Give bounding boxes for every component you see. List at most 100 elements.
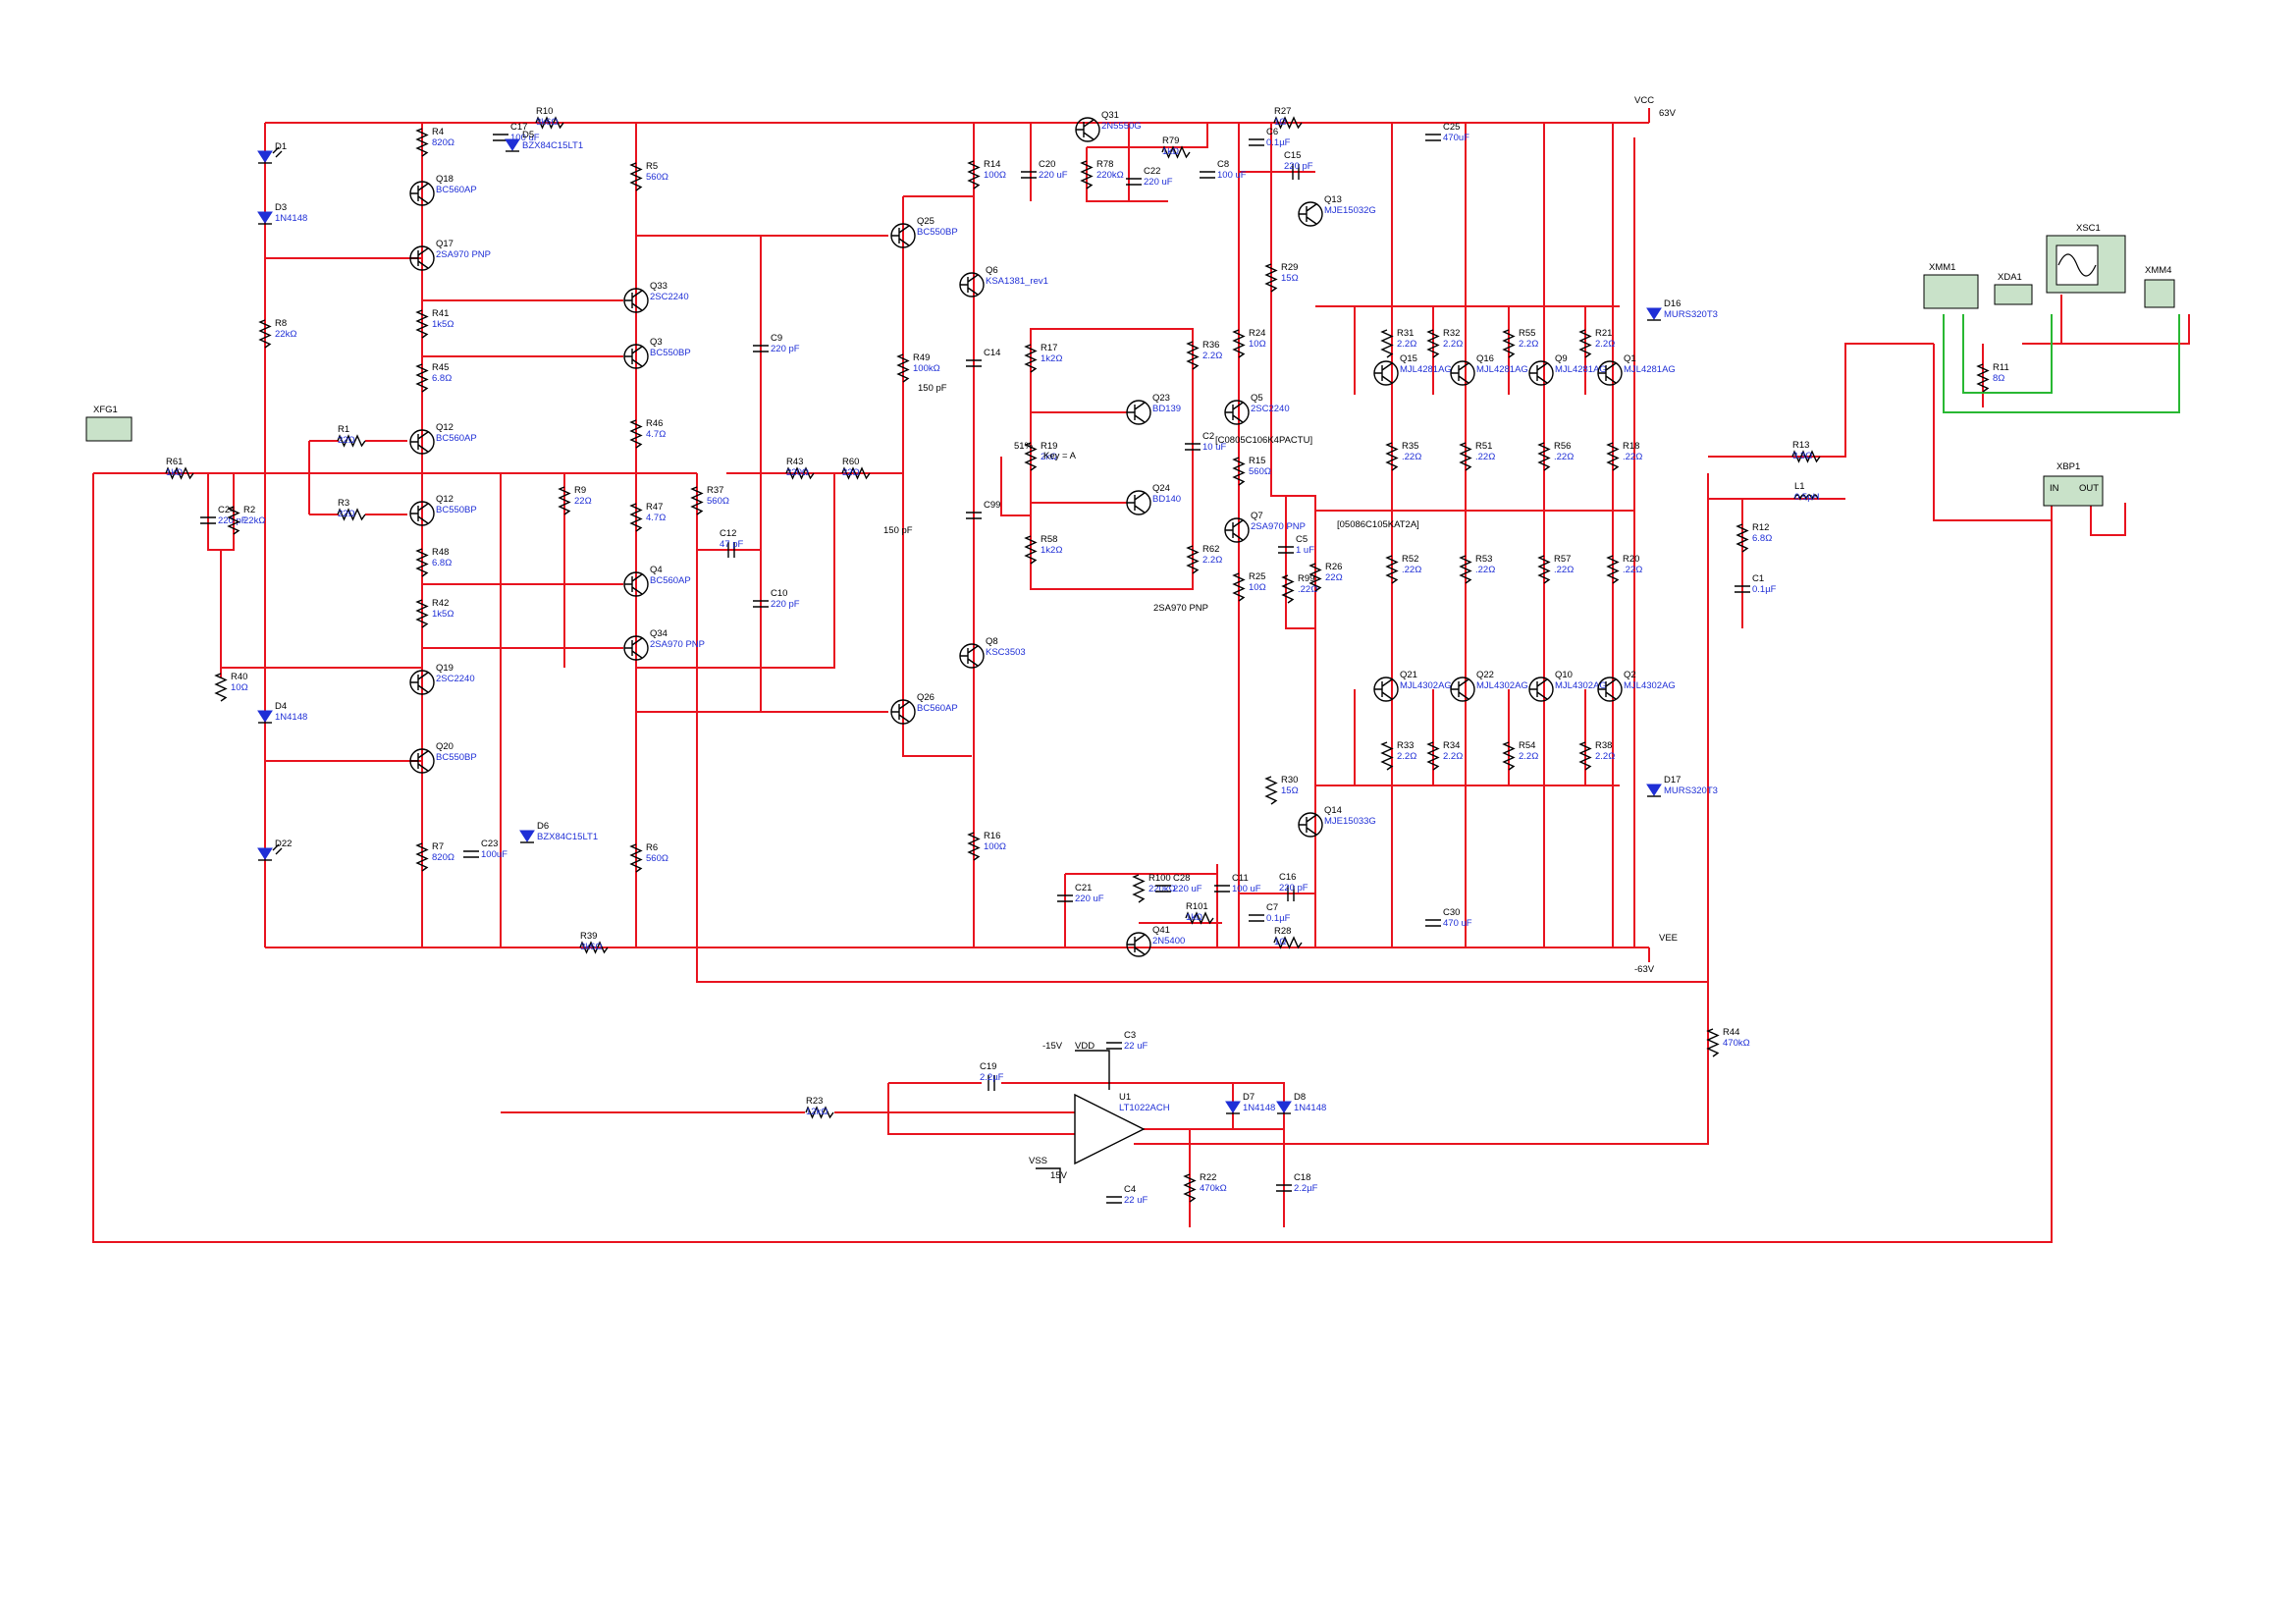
component-c14[interactable]: C14 (966, 348, 1000, 367)
component-r99[interactable]: R99.22Ω (1281, 573, 1317, 604)
component-c99[interactable]: C99 (966, 500, 1000, 519)
component-c1[interactable]: C10.1µF (1735, 573, 1777, 595)
component-c6[interactable]: C60.1µF (1249, 127, 1291, 148)
component-r52[interactable]: R52.22Ω (1385, 554, 1421, 584)
bode-plotter-xbp1[interactable]: XBP1 IN OUT (2043, 461, 2104, 507)
multimeter-xmm4[interactable]: XMM4 (2144, 265, 2175, 308)
component-r51[interactable]: R51.22Ω (1459, 441, 1495, 471)
component-r35[interactable]: R35.22Ω (1385, 441, 1421, 471)
component-r56[interactable]: R56.22Ω (1537, 441, 1574, 471)
component-r20[interactable]: R20.22Ω (1606, 554, 1642, 584)
component-r18[interactable]: R18.22Ω (1606, 441, 1642, 471)
component-c7[interactable]: C70.1µF (1249, 902, 1291, 924)
function-generator-xfg1[interactable]: XFG1 (85, 405, 133, 442)
component-c5[interactable]: C51 uF (1278, 534, 1314, 556)
